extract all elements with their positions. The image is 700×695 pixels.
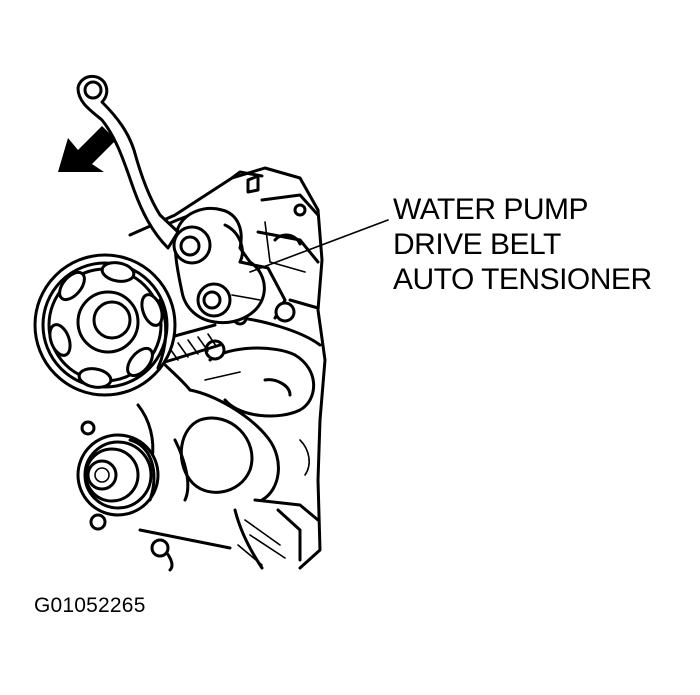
wrench-tool (76, 74, 180, 250)
callout-line-3: AUTO TENSIONER (393, 263, 652, 296)
callout-line-2: DRIVE BELT (393, 228, 561, 261)
direction-arrow-icon (58, 126, 116, 172)
auto-tensioner (172, 206, 296, 325)
callout-leader-line (249, 219, 389, 273)
callout-label: WATER PUMP DRIVE BELT AUTO TENSIONER (393, 192, 652, 297)
figure-id: G01052265 (34, 594, 146, 617)
callout-line-1: WATER PUMP (393, 193, 588, 226)
water-pump-pulley (76, 433, 160, 517)
main-pulley (33, 253, 177, 397)
engine-block (80, 166, 327, 572)
